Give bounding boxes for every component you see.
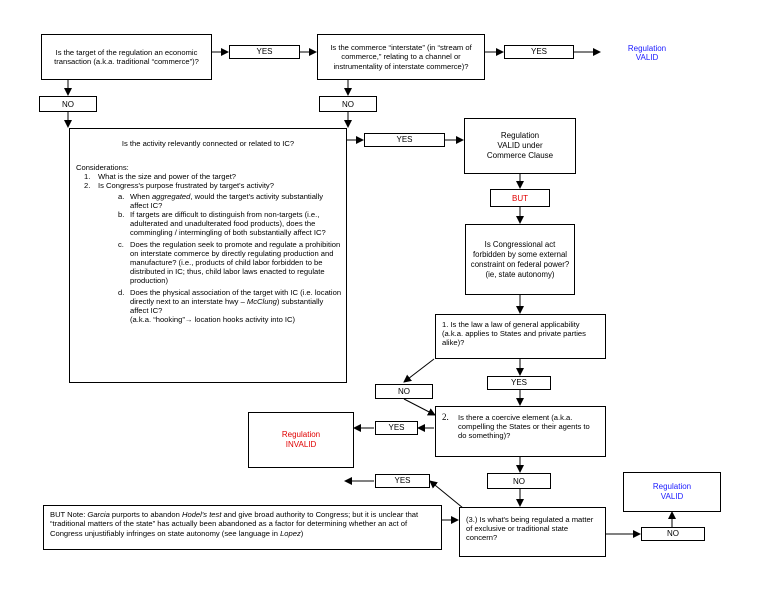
no-label-5: NO — [641, 527, 705, 541]
consideration-d-letter: d. — [118, 287, 125, 297]
question-coercive-text: Is there a coercive element (a.k.a. comp… — [458, 413, 590, 441]
note-garcia: BUT Note: Garcia purports to abandon Hod… — [43, 505, 442, 550]
question-general-applicability-text: 1. Is the law a law of general applicabi… — [442, 320, 586, 348]
consideration-d-post: ) substantially affect IC? (a.k.a. “hook… — [130, 296, 324, 325]
no-label-1: NO — [39, 96, 97, 112]
consideration-1: What is the size and power of the target… — [98, 172, 237, 182]
question-traditional-state-concern-text: (3.) Is what's being regulated a matter … — [466, 515, 594, 543]
yes-label-3: YES — [364, 133, 445, 147]
question-connected-title: Is the activity relevantly connected or … — [121, 139, 295, 148]
result-valid-commerce-clause: Regulation VALID under Commerce Clause — [464, 118, 576, 174]
consideration-a-em: aggregated — [151, 191, 191, 201]
question-interstate: Is the commerce “interstate” (in “stream… — [317, 34, 485, 80]
note-garcia-em: Garcia — [87, 510, 110, 519]
but-label: BUT — [490, 189, 550, 207]
consideration-d: Does the physical association of the tar… — [130, 288, 342, 325]
result-valid-bottom-text: Regulation VALID — [652, 482, 692, 501]
no-label-4: NO — [487, 473, 551, 489]
question-connected-to-ic: Is the activity relevantly connected or … — [69, 128, 347, 383]
note-lopez-em: Lopez — [280, 528, 301, 538]
result-valid-bottom: Regulation VALID — [623, 472, 721, 512]
question-coercive-element: 2. Is there a coercive element (a.k.a. c… — [435, 406, 606, 457]
note-hodel-em: Hodel's test — [182, 510, 222, 519]
consideration-1-num: 1. — [84, 172, 91, 182]
consideration-2: Is Congress's purpose frustrated by targ… — [98, 181, 274, 191]
question-external-constraint: Is Congressional act forbidden by some e… — [465, 224, 575, 295]
no-label-2: NO — [319, 96, 377, 112]
result-invalid-text: Regulation INVALID — [281, 430, 321, 449]
question-external-constraint-text: Is Congressional act forbidden by some e… — [470, 239, 570, 279]
note-post: ) — [300, 528, 304, 538]
consideration-b-letter: b. — [118, 210, 125, 220]
result-valid-top: Regulation VALID — [601, 36, 693, 70]
consideration-b: If targets are difficult to distinguish … — [130, 210, 326, 238]
note-pre: BUT Note: — [50, 510, 88, 519]
consideration-2-num: 2. — [84, 181, 91, 191]
consideration-a-pre: When — [130, 191, 152, 201]
consideration-d-pre: Does the physical association of the tar… — [130, 287, 342, 306]
no-label-3: NO — [375, 384, 433, 399]
consideration-a-letter: a. — [118, 191, 125, 201]
consideration-a: When aggregated, would the target's acti… — [130, 192, 342, 210]
result-valid-commerce-clause-text: Regulation VALID under Commerce Clause — [486, 131, 554, 160]
yes-label-5: YES — [375, 421, 418, 435]
consideration-a-post: , would the target's activity substantia… — [130, 191, 324, 210]
consideration-c: Does the regulation seek to promote and … — [130, 239, 341, 286]
question-target-economic-text: Is the target of the regulation an econo… — [54, 47, 199, 66]
note-mid1: purports to abandon — [109, 510, 182, 519]
question-coercive-num: 2. — [442, 412, 449, 422]
yes-label-2: YES — [504, 45, 574, 59]
yes-label-6: YES — [375, 474, 430, 488]
yes-label-1: YES — [229, 45, 300, 59]
note-mid2: and give broad authority to Congress; bu… — [50, 510, 419, 538]
question-general-applicability: 1. Is the law a law of general applicabi… — [435, 314, 606, 359]
yes-label-4: YES — [487, 376, 551, 390]
question-traditional-state-concern: (3.) Is what's being regulated a matter … — [459, 507, 606, 557]
consideration-c-letter: c. — [118, 239, 124, 249]
question-interstate-text: Is the commerce “interstate” (in “stream… — [330, 43, 472, 71]
considerations-heading: Considerations: — [76, 163, 129, 172]
consideration-d-em: McClung — [246, 296, 277, 306]
considerations-list: Considerations: 1. What is the size and … — [76, 163, 342, 324]
question-target-economic: Is the target of the regulation an econo… — [41, 34, 212, 80]
result-invalid: Regulation INVALID — [248, 412, 354, 468]
result-valid-top-text: Regulation VALID — [627, 43, 667, 62]
